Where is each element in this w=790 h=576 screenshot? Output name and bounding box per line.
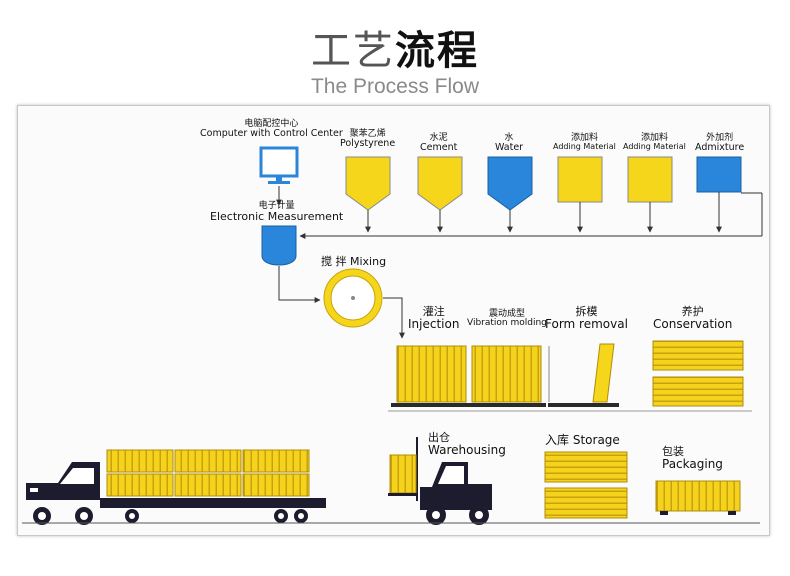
title-bold: 流程 (395, 28, 479, 74)
packaging-stack (655, 480, 741, 515)
truck-cargo (106, 449, 310, 497)
measurement-hopper (261, 225, 297, 266)
truck-icon (26, 462, 326, 525)
polystyrene-hopper (345, 156, 391, 211)
conservation-stacks (652, 340, 744, 407)
admixture-bin (696, 156, 742, 193)
computer-icon (259, 146, 299, 184)
mixer-icon (323, 268, 383, 328)
adding-material-bin-2 (627, 156, 673, 203)
injection-mold (396, 345, 467, 403)
label-storage: 入库 Storage (545, 433, 620, 447)
production-floor (391, 403, 619, 407)
page-title: 工艺流程 (0, 18, 790, 76)
label-mixing: 搅 拌 Mixing (321, 255, 387, 268)
measurement-to-mixer-arrow (278, 266, 321, 303)
water-hopper (487, 156, 533, 211)
cement-hopper (417, 156, 463, 211)
page-subtitle: The Process Flow (310, 75, 480, 98)
storage-stacks (544, 451, 628, 519)
mixer-to-injection-arrow (383, 297, 405, 339)
vibration-mold (471, 345, 542, 403)
adding-material-bin-1 (557, 156, 603, 203)
title-light: 工艺 (311, 28, 395, 74)
forklift-icon (388, 437, 492, 525)
form-removal-panel (548, 343, 615, 403)
feed-arrows (365, 192, 722, 233)
